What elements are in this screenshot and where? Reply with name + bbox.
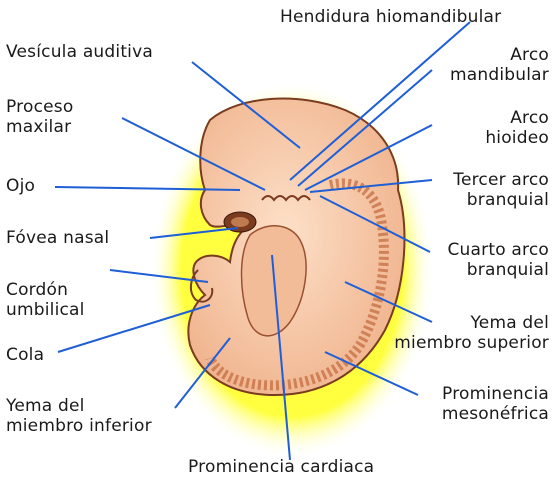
label-cordon-line2: umbilical xyxy=(6,300,85,320)
label-proceso-maxilar-line2: maxilar xyxy=(6,117,72,137)
label-arco-mandibular-line1: Arco xyxy=(510,45,549,65)
label-vesicula-auditiva: Vesícula auditiva xyxy=(6,42,153,62)
label-tercer-arco-line2: branquial xyxy=(466,190,549,210)
label-ojo: Ojo xyxy=(6,176,36,196)
label-yema-miembro-superior: Yema del miembro superior xyxy=(394,313,549,353)
label-yema-miembro-inferior: Yema del miembro inferior xyxy=(6,396,152,436)
label-yema-superior-line2: miembro superior xyxy=(394,333,549,353)
label-prominencia-cardiaca: Prominencia cardiaca xyxy=(188,457,375,477)
somites xyxy=(205,178,389,391)
label-cuarto-arco-line1: Cuarto arco xyxy=(447,240,549,260)
label-proceso-maxilar-line1: Proceso xyxy=(6,97,74,117)
label-cola: Cola xyxy=(6,345,45,365)
tail xyxy=(190,269,214,303)
leader-lines xyxy=(54,21,471,461)
label-cordon-line1: Cordón xyxy=(6,280,69,300)
label-arco-hioideo-line2: hioideo xyxy=(485,128,549,148)
label-arco-mandibular-line2: mandibular xyxy=(450,65,549,85)
label-prominencia-mesonefrica: Prominencia mesonéfrica xyxy=(442,384,549,424)
label-yema-inferior-line2: miembro inferior xyxy=(6,416,152,436)
label-tercer-arco-line1: Tercer arco xyxy=(453,170,549,190)
eye-inner xyxy=(231,217,249,227)
label-cuarto-arco-branquial: Cuarto arco branquial xyxy=(447,240,549,280)
pharyngeal-arches xyxy=(261,195,311,202)
label-mesonefrica-line2: mesonéfrica xyxy=(441,404,549,424)
label-arco-mandibular: Arco mandibular xyxy=(450,45,549,85)
label-yema-inferior-line1: Yema del xyxy=(6,396,85,416)
label-arco-hioideo: Arco hioideo xyxy=(485,108,549,148)
label-yema-superior-line1: Yema del xyxy=(470,313,549,333)
label-fovea-nasal: Fóvea nasal xyxy=(6,228,110,248)
label-mesonefrica-line1: Prominencia xyxy=(442,384,549,404)
label-tercer-arco-branquial: Tercer arco branquial xyxy=(453,170,549,210)
label-cuarto-arco-line2: branquial xyxy=(466,260,549,280)
label-hendidura-hiomandibular: Hendidura hiomandibular xyxy=(280,7,502,27)
label-cordon-umbilical: Cordón umbilical xyxy=(6,280,85,320)
label-proceso-maxilar: Proceso maxilar xyxy=(6,97,73,137)
label-arco-hioideo-line1: Arco xyxy=(510,108,549,128)
